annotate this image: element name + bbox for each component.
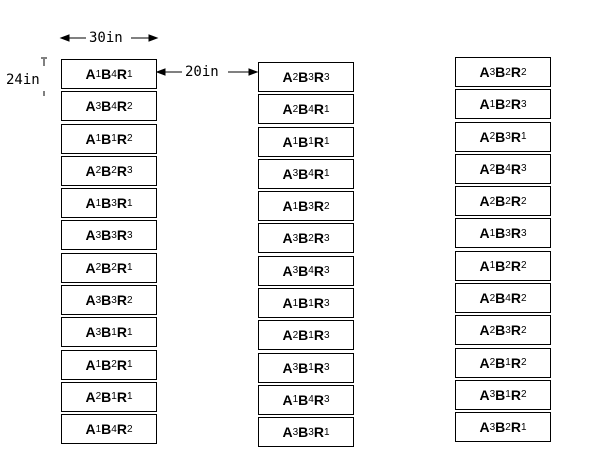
gap-arrow-left-head [155, 68, 166, 76]
plot-height-label: 24in [6, 72, 40, 88]
width-arrow-right-head [148, 34, 159, 42]
width-arrow-left-head [59, 34, 70, 42]
column-gap-label: 20in [185, 64, 219, 80]
plot-width-label: 30in [89, 30, 123, 46]
gap-arrow-right-head [248, 68, 259, 76]
